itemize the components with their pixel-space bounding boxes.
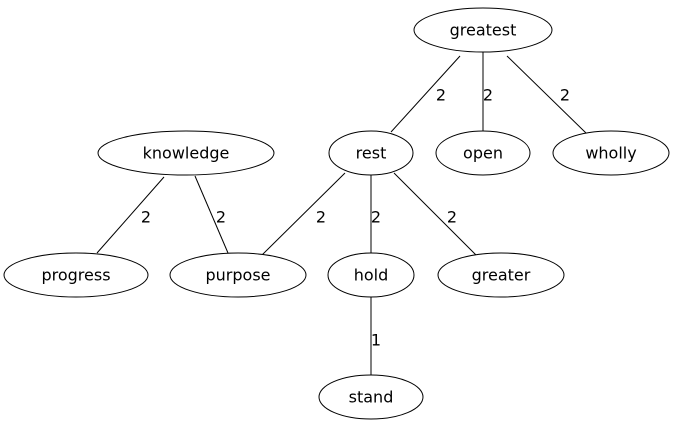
edge-weight-label-knowledge-purpose: 2 <box>216 208 226 227</box>
node-wholly: wholly <box>552 130 670 176</box>
nodes-layer: greatest knowledge rest open wholly progress p… <box>3 7 670 420</box>
edge-weight-label-greatest-open: 2 <box>483 86 493 105</box>
node-ellipse-progress <box>3 252 149 298</box>
node-ellipse-knowledge <box>97 130 275 176</box>
node-ellipse-hold <box>327 252 415 298</box>
edge-weight-label-rest-purpose: 2 <box>316 208 326 227</box>
node-ellipse-purpose <box>169 252 307 298</box>
edge-weight-label-knowledge-progress: 2 <box>141 208 151 227</box>
edge-rest-greater <box>393 172 477 256</box>
node-label-hold: hold <box>354 266 389 285</box>
node-purpose: purpose <box>169 252 307 298</box>
node-ellipse-wholly <box>552 130 670 176</box>
edge-weight-label-greatest-rest: 2 <box>436 86 446 105</box>
edge-weight-label-rest-hold: 2 <box>371 208 381 227</box>
node-ellipse-open <box>435 130 531 176</box>
node-label-greatest: greatest <box>450 21 517 40</box>
node-label-progress: progress <box>41 266 110 285</box>
node-label-stand: stand <box>349 388 394 407</box>
edges-layer: 2 2 2 2 2 2 2 2 1 <box>96 52 587 375</box>
node-ellipse-greater <box>437 252 565 298</box>
node-greatest: greatest <box>413 7 553 53</box>
node-knowledge: knowledge <box>97 130 275 176</box>
node-stand: stand <box>318 374 424 420</box>
node-label-greater: greater <box>472 266 531 285</box>
node-label-rest: rest <box>356 144 387 163</box>
node-ellipse-greatest <box>413 7 553 53</box>
node-progress: progress <box>3 252 149 298</box>
edge-weight-label-greatest-wholly: 2 <box>560 86 570 105</box>
edge-greatest-rest <box>390 55 461 133</box>
node-open: open <box>435 130 531 176</box>
node-label-purpose: purpose <box>206 266 271 285</box>
node-hold: hold <box>327 252 415 298</box>
node-ellipse-stand <box>318 374 424 420</box>
node-ellipse-rest <box>328 130 414 176</box>
node-greater: greater <box>437 252 565 298</box>
edge-weight-label-hold-stand: 1 <box>371 331 381 350</box>
node-label-knowledge: knowledge <box>143 144 230 163</box>
node-label-open: open <box>463 144 503 163</box>
edge-knowledge-progress <box>96 176 165 254</box>
edge-knowledge-purpose <box>194 175 229 254</box>
node-label-wholly: wholly <box>585 144 636 163</box>
node-rest: rest <box>328 130 414 176</box>
edge-weight-label-rest-greater: 2 <box>447 208 457 227</box>
edge-rest-purpose <box>261 172 346 256</box>
edge-greatest-wholly <box>506 55 587 134</box>
